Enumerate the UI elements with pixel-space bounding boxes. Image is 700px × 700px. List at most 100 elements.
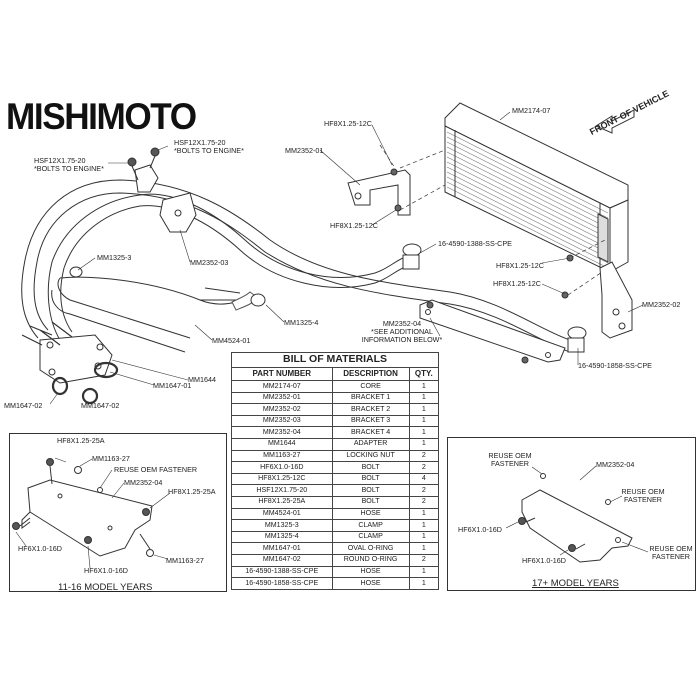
label-hf8-12c-mid: HF8X1.25-12C [330, 221, 378, 230]
label-mm2352-02: MM2352-02 [642, 300, 681, 309]
li-hf6-bottom: HF6X1.0-16D [84, 566, 128, 575]
label-hose-1388: 16-4590-1388-SS-CPE [438, 239, 512, 248]
bom-description: CLAMP [331, 530, 410, 544]
bom-header-part: PART NUMBER [231, 367, 333, 381]
label-mm2352-01: MM2352-01 [285, 146, 324, 155]
bom-header-description: DESCRIPTION [331, 367, 410, 381]
bom-description: BOLT [331, 461, 410, 474]
bom-qty: 2 [408, 449, 440, 463]
label-mm1644: MM1644 [188, 375, 216, 384]
li-hf8-25a-right: HF8X1.25-25A [168, 487, 216, 496]
label-hose-1858: 16-4590-1858-SS-CPE [578, 361, 652, 370]
bom-part-number: MM1647-02 [231, 553, 333, 567]
bom-description: BRACKET 2 [331, 403, 410, 416]
inset-17-plus [447, 437, 696, 591]
round-o-ring-2 [81, 387, 99, 405]
bom-qty: 2 [408, 484, 440, 497]
bom-description: BRACKET 1 [331, 391, 410, 405]
ri-reuse-bot-2: FASTENER [652, 552, 690, 561]
front-arrow [594, 109, 635, 134]
label-hsf-right-2: *BOLTS TO ENGINE* [174, 146, 244, 155]
bom-part-number: MM1163-27 [231, 449, 333, 463]
bom-description: HOSE [331, 565, 410, 579]
bom-qty: 1 [408, 414, 440, 428]
bom-part-number: MM1647-01 [231, 542, 333, 555]
label-hf8-12c-r1: HF8X1.25-12C [496, 261, 544, 270]
inset-11-16-title: 11-16 MODEL YEARS [58, 582, 153, 593]
hose-1858 [21, 179, 571, 341]
bom-qty: 1 [408, 542, 440, 555]
bom-description: ADAPTER [331, 437, 410, 451]
label-hsf-left-2: *BOLTS TO ENGINE* [34, 164, 104, 173]
label-mm2174-07: MM2174-07 [512, 106, 551, 115]
bom-part-number: MM2174-07 [231, 380, 333, 393]
round-o-ring-1 [51, 376, 69, 396]
li-mm2352-04: MM2352-04 [124, 478, 163, 487]
bom-qty: 1 [408, 565, 440, 579]
bom-description: HOSE [331, 507, 410, 521]
li-mm1163-bottom: MM1163-27 [166, 556, 204, 565]
bom-description: CLAMP [331, 519, 410, 532]
oval-o-ring [93, 361, 119, 379]
label-mm4524-01: MM4524-01 [212, 336, 251, 345]
bom-qty: 1 [408, 391, 440, 405]
ri-reuse-mid-1: REUSE OEM [621, 487, 665, 496]
bom-qty: 1 [408, 577, 440, 590]
bom-qty: 1 [408, 530, 440, 544]
label-mm1647-01: MM1647-01 [153, 381, 192, 390]
li-reuse: REUSE OEM FASTENER [114, 465, 198, 474]
ri-reuse-mid-2: FASTENER [624, 495, 662, 504]
bom-part-number: HF8X1.25-25A [231, 495, 333, 509]
bom-description: BRACKET 3 [331, 414, 410, 428]
bom-part-number: MM1325-3 [231, 519, 333, 532]
bom-description: BOLT [331, 495, 410, 509]
mishimoto-logo: MISHIMOTO [6, 96, 197, 137]
li-mm1163-top: MM1163-27 [92, 454, 130, 463]
bracket-3 [159, 192, 197, 233]
ri-hf6-a: HF6X1.0-16D [458, 525, 502, 534]
bom-part-number: MM2352-04 [231, 426, 333, 439]
bom-description: BOLT [331, 484, 410, 497]
bom-description: OVAL O-RING [331, 542, 410, 555]
inset-11-16 [9, 433, 227, 592]
hose-4524 [57, 277, 191, 339]
fitting-1388 [402, 243, 422, 257]
li-hf8-25a-top: HF8X1.25-25A [57, 436, 105, 445]
left-inset-art [12, 457, 171, 569]
bom-part-number: 16-4590-1858-SS-CPE [231, 577, 333, 590]
bracket-2 [599, 261, 633, 339]
fitting-1858 [567, 326, 587, 340]
bracket-4 [419, 299, 566, 363]
bom-description: BRACKET 4 [331, 426, 410, 439]
ri-mm2352-04: MM2352-04 [596, 460, 635, 469]
oil-cooler-core [444, 102, 629, 273]
bom-part-number: 16-4590-1388-SS-CPE [231, 565, 333, 579]
clamp-4 [250, 293, 266, 307]
bom-title: BILL OF MATERIALS [231, 352, 439, 368]
label-hf8-12c-r2: HF8X1.25-12C [493, 279, 541, 288]
bom-qty: 1 [408, 426, 440, 439]
right-inset-art [505, 465, 649, 563]
label-mm1647-02-b: MM1647-02 [81, 401, 120, 410]
bom-qty: 2 [408, 461, 440, 474]
label-mm2352-04-2: *SEE ADDITIONAL [371, 327, 433, 336]
bom-qty: 1 [408, 437, 440, 451]
label-hsf-right-1: HSF12X1.75-20 [174, 138, 226, 147]
bom-part-number: MM2352-01 [231, 391, 333, 405]
bom-description: BOLT [331, 472, 410, 486]
